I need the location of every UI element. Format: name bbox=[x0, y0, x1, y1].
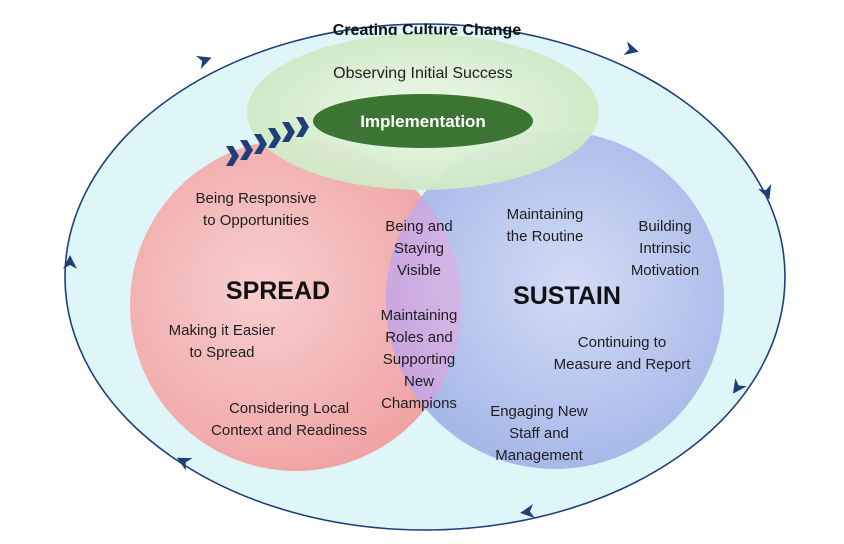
arrowhead-icon bbox=[758, 184, 772, 200]
spread-circle bbox=[130, 139, 462, 471]
arrowhead-icon bbox=[623, 41, 639, 55]
chevron-icon bbox=[226, 146, 239, 166]
sustain-circle bbox=[386, 131, 724, 469]
chevron-icon bbox=[254, 134, 267, 154]
progress-chevrons bbox=[226, 117, 309, 166]
arrowhead-icon bbox=[63, 255, 77, 269]
observing-success-label: Observing Initial Success bbox=[333, 65, 513, 82]
chevron-icon bbox=[296, 117, 309, 137]
chevron-icon bbox=[240, 140, 253, 160]
arrowhead-icon bbox=[176, 457, 193, 471]
implementation-label: Implementation bbox=[360, 112, 486, 131]
spread-label: SPREAD bbox=[226, 277, 330, 305]
diagram-title: Creating Culture Change bbox=[333, 22, 522, 39]
implementation-ellipse bbox=[313, 94, 533, 148]
arrowhead-icon bbox=[520, 504, 535, 518]
arrowhead-icon bbox=[732, 378, 747, 394]
cycle-arrows bbox=[63, 41, 772, 518]
arrowhead-icon bbox=[196, 55, 212, 69]
chevron-icon bbox=[268, 128, 281, 148]
sustain-label: SUSTAIN bbox=[513, 282, 621, 310]
chevron-icon bbox=[282, 122, 295, 142]
